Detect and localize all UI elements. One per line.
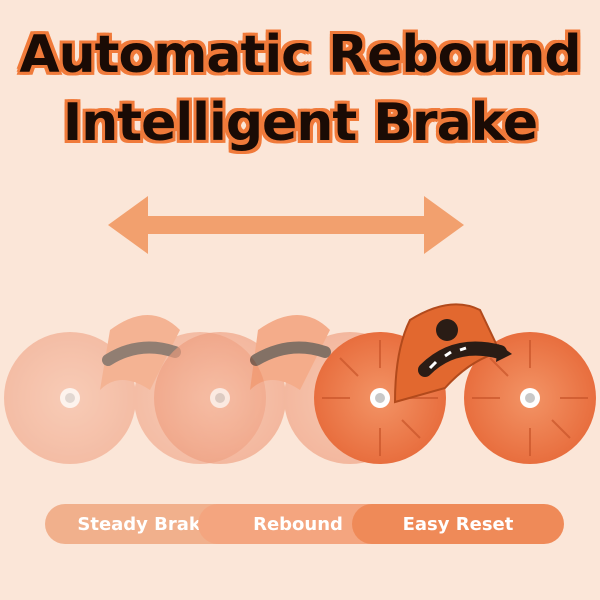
stage-label-text: Steady Brake	[77, 513, 213, 535]
headline-line-1: Automatic Rebound	[19, 25, 581, 85]
stage-label-easy-reset: Easy Reset	[352, 504, 564, 544]
stage-label-text: Easy Reset	[402, 513, 514, 535]
headline-line-2: Intelligent Brake	[62, 93, 538, 153]
double-headed-arrow-icon	[108, 196, 464, 254]
wheel-stage-easy-reset	[314, 303, 596, 464]
product-illustration	[0, 290, 600, 480]
stage-label-text: Rebound	[253, 513, 343, 535]
